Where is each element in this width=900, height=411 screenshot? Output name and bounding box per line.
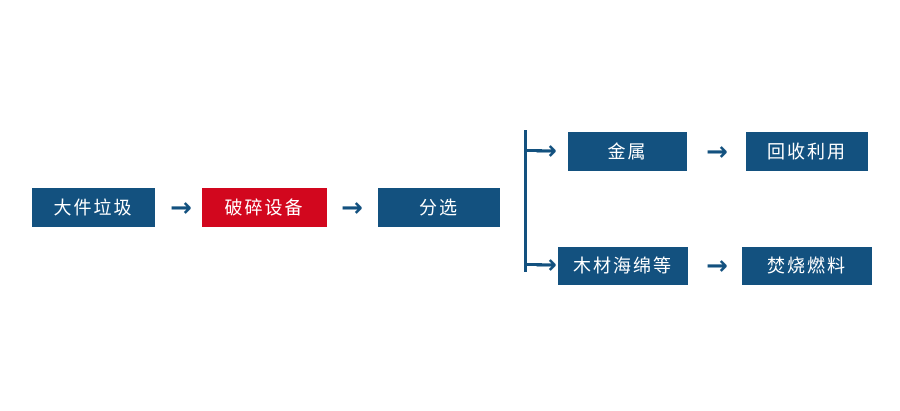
arrow-right-icon: → xyxy=(706,250,728,281)
node-crushing-equipment-label: 破碎设备 xyxy=(224,197,305,218)
arrow-right-icon: → xyxy=(170,192,192,223)
arrow-right-icon: → xyxy=(535,135,557,166)
node-sorting-label: 分选 xyxy=(419,197,459,218)
arrow-right-icon: → xyxy=(706,136,728,167)
arrow-right-icon: → xyxy=(535,249,557,280)
arrow-metal-to-recycling: → xyxy=(699,134,735,169)
node-metal-label: 金属 xyxy=(607,141,648,162)
branch-vertical-connector xyxy=(524,130,527,272)
node-bulky-waste[interactable]: 大件垃圾 xyxy=(32,188,155,227)
node-recycling-reuse[interactable]: 回收利用 xyxy=(746,132,868,171)
node-incineration-fuel[interactable]: 焚烧燃料 xyxy=(742,247,872,285)
arrow-branch-to-metal: → xyxy=(530,133,562,168)
node-wood-sponge[interactable]: 木材海绵等 xyxy=(558,247,688,285)
arrow-wood-to-incineration: → xyxy=(699,248,735,283)
branch-stub-top xyxy=(524,149,542,152)
node-bulky-waste-label: 大件垃圾 xyxy=(53,197,134,218)
node-incineration-fuel-label: 焚烧燃料 xyxy=(767,256,847,276)
branch-stub-bottom xyxy=(524,263,542,266)
arrow-branch-to-wood: → xyxy=(530,247,562,282)
node-crushing-equipment[interactable]: 破碎设备 xyxy=(202,188,327,227)
node-recycling-reuse-label: 回收利用 xyxy=(767,141,847,162)
node-sorting[interactable]: 分选 xyxy=(378,188,500,227)
node-metal[interactable]: 金属 xyxy=(568,132,687,171)
arrow-right-icon: → xyxy=(341,192,363,223)
arrow-bulky-waste-to-crusher: → xyxy=(163,190,199,225)
arrow-crusher-to-sorting: → xyxy=(334,190,370,225)
node-wood-sponge-label: 木材海绵等 xyxy=(573,256,673,276)
